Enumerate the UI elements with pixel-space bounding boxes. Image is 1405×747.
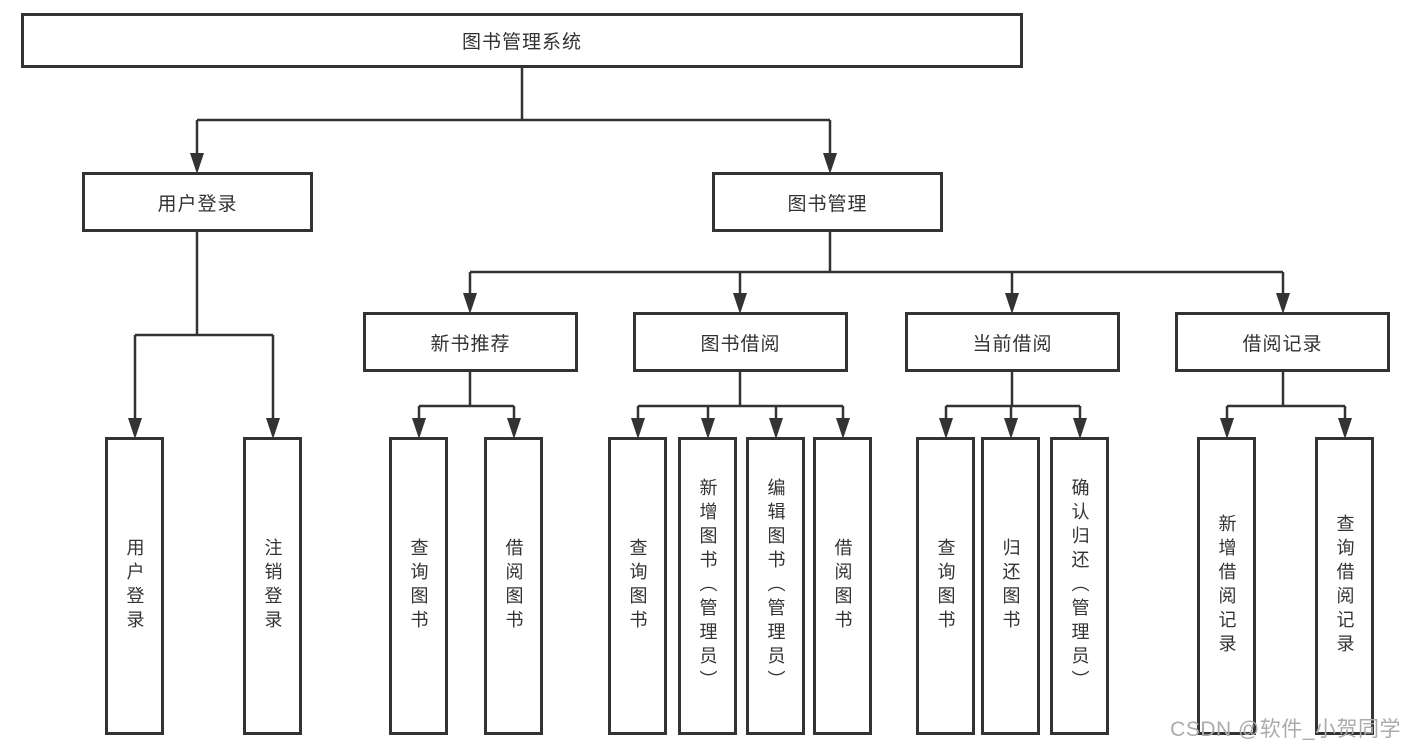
node-book-management-module: 图书管理: [712, 172, 943, 232]
node-user-login-module: 用户登录: [82, 172, 313, 232]
node-label: 新增图书（管理员）: [697, 478, 718, 694]
leaf-add-book-admin: 新增图书（管理员）: [678, 437, 737, 735]
leaf-edit-book-admin: 编辑图书（管理员）: [746, 437, 805, 735]
node-library-management-system: 图书管理系统: [21, 13, 1023, 68]
leaf-borrow-books-recommend: 借阅图书: [484, 437, 543, 735]
leaf-query-borrow-record: 查询借阅记录: [1315, 437, 1374, 735]
node-label: 查询图书: [935, 538, 956, 634]
node-new-book-recommendation: 新书推荐: [363, 312, 578, 372]
node-label: 用户登录: [124, 538, 145, 634]
leaf-logout: 注销登录: [243, 437, 302, 735]
node-label: 查询图书: [408, 538, 429, 634]
node-label: 新增借阅记录: [1216, 514, 1237, 658]
node-label: 图书借阅: [700, 333, 781, 355]
leaf-query-books-recommend: 查询图书: [389, 437, 448, 735]
leaf-query-books-borrowing: 查询图书: [608, 437, 667, 735]
node-label: 注销登录: [262, 538, 283, 634]
node-label: 用户登录: [157, 193, 238, 215]
node-label: 借阅记录: [1242, 333, 1323, 355]
node-label: 借阅图书: [503, 538, 524, 634]
leaf-confirm-return-admin: 确认归还（管理员）: [1050, 437, 1109, 735]
leaf-query-books-current: 查询图书: [916, 437, 975, 735]
node-label: 查询借阅记录: [1334, 514, 1355, 658]
node-label: 确认归还（管理员）: [1069, 478, 1090, 694]
node-label: 编辑图书（管理员）: [765, 478, 786, 694]
csdn-watermark: CSDN @软件_小贺同学: [1170, 718, 1401, 741]
node-label: 查询图书: [627, 538, 648, 634]
node-label: 图书管理系统: [461, 32, 582, 53]
node-current-borrowing: 当前借阅: [905, 312, 1120, 372]
node-label: 当前借阅: [972, 333, 1053, 355]
leaf-return-books: 归还图书: [981, 437, 1040, 735]
node-borrowing-records: 借阅记录: [1175, 312, 1390, 372]
node-label: 归还图书: [1000, 538, 1021, 634]
node-label: 图书管理: [787, 193, 868, 215]
leaf-add-borrow-record: 新增借阅记录: [1197, 437, 1256, 735]
node-label: 新书推荐: [430, 333, 511, 355]
node-label: 借阅图书: [832, 538, 853, 634]
leaf-user-login: 用户登录: [105, 437, 164, 735]
leaf-borrow-books-borrowing: 借阅图书: [813, 437, 872, 735]
node-book-borrowing: 图书借阅: [633, 312, 848, 372]
